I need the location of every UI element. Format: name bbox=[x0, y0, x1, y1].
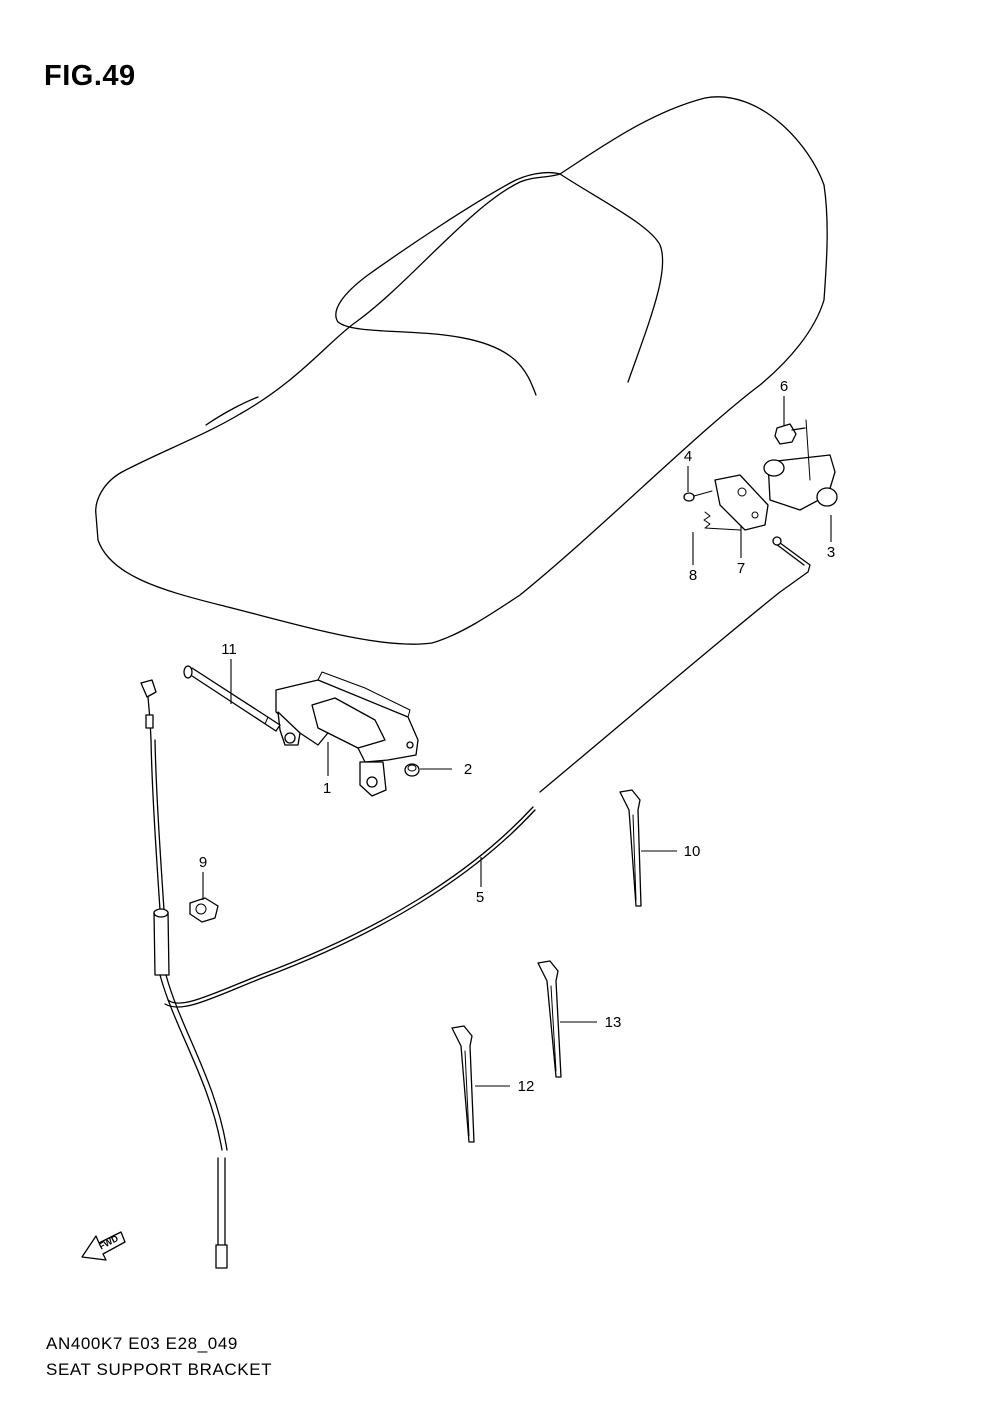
rod-end-cap bbox=[183, 665, 193, 679]
screw-shank bbox=[693, 490, 713, 497]
seat-passenger-edge bbox=[559, 173, 664, 383]
cable-tie-13-ridge bbox=[550, 985, 557, 1072]
cable-tie-12 bbox=[451, 1025, 475, 1143]
bracket-hole-left bbox=[284, 732, 296, 744]
callout-labels: 6 4 3 7 8 11 2 1 5 9 10 13 12 bbox=[199, 378, 835, 1095]
nut-hole bbox=[407, 764, 417, 772]
cable-lower-double bbox=[164, 809, 536, 1008]
cable-tie-10-ridge bbox=[632, 814, 637, 901]
clamp-body bbox=[189, 897, 219, 923]
cable-tie-10 bbox=[619, 789, 642, 907]
callout-11: 11 bbox=[221, 641, 237, 658]
release-cable-end bbox=[140, 679, 157, 698]
release-cable-sheath-a bbox=[150, 739, 161, 911]
release-cable-ferrule bbox=[145, 714, 154, 729]
callout-7: 7 bbox=[737, 560, 745, 577]
nut-body bbox=[404, 763, 420, 777]
cable-tie-13 bbox=[537, 960, 562, 1078]
part-10-cable-tie bbox=[619, 789, 642, 907]
callout-10: 10 bbox=[684, 843, 701, 860]
part-4-screw bbox=[683, 490, 713, 502]
part-13-cable-tie bbox=[537, 960, 562, 1078]
release-cable-junction bbox=[153, 911, 170, 976]
lock-cylinder-left bbox=[763, 459, 785, 477]
callout-6: 6 bbox=[780, 378, 788, 395]
part-1-seat-support-bracket bbox=[275, 671, 419, 797]
bracket-hole-lower bbox=[366, 776, 378, 788]
part-2-nut bbox=[404, 763, 420, 777]
figure-title: FIG.49 bbox=[44, 60, 136, 92]
release-cable bbox=[140, 679, 228, 1269]
release-cable-junction-cap bbox=[153, 908, 169, 918]
release-cable-lower-a bbox=[159, 974, 223, 1151]
seat-outline bbox=[95, 96, 828, 645]
part-5-seat-lock-cable bbox=[164, 536, 811, 1008]
fwd-arrow-icon: FWD bbox=[81, 1231, 126, 1261]
cable-tie-12-ridge bbox=[464, 1050, 470, 1137]
latch-pivot bbox=[751, 511, 759, 519]
cable-upper-double bbox=[775, 543, 805, 566]
part-6-bolt bbox=[774, 423, 806, 445]
part-9-clamp bbox=[189, 897, 219, 923]
callout-12: 12 bbox=[518, 1078, 535, 1095]
bolt-shank bbox=[791, 427, 806, 431]
leader-lines bbox=[202, 396, 832, 1087]
release-cable-lower-b bbox=[165, 974, 228, 1151]
callout-3: 3 bbox=[827, 544, 835, 561]
cable-upper-run bbox=[539, 539, 811, 793]
model-code: AN400K7 E03 E28_049 bbox=[46, 1334, 238, 1353]
rod-step bbox=[264, 716, 269, 725]
callout-9: 9 bbox=[199, 854, 207, 871]
callout-5: 5 bbox=[476, 889, 484, 906]
callout-2: 2 bbox=[464, 761, 472, 778]
latch-hole bbox=[737, 487, 747, 497]
part-3-seat-lock bbox=[763, 419, 838, 511]
latch-plate bbox=[714, 474, 769, 531]
part-7-latch bbox=[714, 474, 769, 531]
callout-1: 1 bbox=[323, 780, 331, 797]
seat-front-crease bbox=[205, 396, 259, 426]
callout-13: 13 bbox=[605, 1014, 622, 1031]
lock-guide-line bbox=[805, 419, 811, 481]
seat-rider-section bbox=[335, 171, 561, 396]
part-11-rod bbox=[183, 665, 281, 732]
callout-8: 8 bbox=[689, 567, 697, 584]
figure-caption: SEAT SUPPORT BRACKET bbox=[46, 1360, 273, 1379]
seat bbox=[95, 96, 828, 645]
bracket-cutout bbox=[311, 697, 386, 749]
spring-coil bbox=[703, 511, 741, 531]
callout-4: 4 bbox=[684, 448, 692, 465]
fwd-arrow-shape bbox=[81, 1231, 126, 1261]
screw-head bbox=[683, 492, 695, 502]
part-8-spring bbox=[703, 511, 741, 531]
bolt-head bbox=[774, 423, 797, 445]
release-cable-tail-end bbox=[215, 1244, 228, 1269]
cable-lower-run bbox=[167, 806, 534, 1004]
bracket-hole-right bbox=[406, 741, 414, 749]
clamp-loop bbox=[195, 903, 207, 915]
lock-cylinder-right bbox=[816, 487, 838, 507]
part-12-cable-tie bbox=[451, 1025, 475, 1143]
cable-end-fitting bbox=[772, 536, 782, 546]
release-cable-sheath-b bbox=[154, 739, 165, 911]
bracket-flange bbox=[317, 671, 411, 718]
